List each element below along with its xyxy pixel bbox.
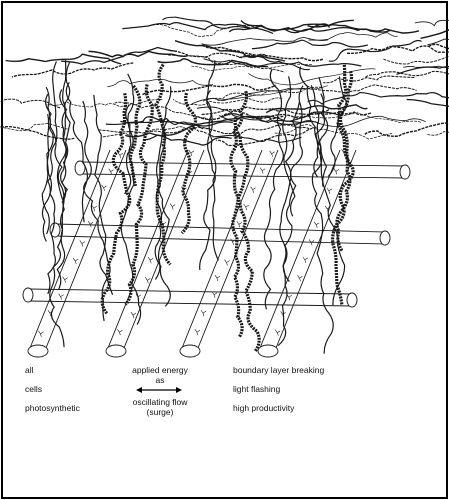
label-high-productivity: high productivity: [233, 403, 294, 413]
label-photosynthetic: photosynthetic: [25, 403, 80, 413]
horizontal-rod: [75, 161, 410, 179]
canopy-filament: [252, 40, 368, 49]
label-applied-energy: applied energy: [110, 365, 210, 375]
algal-strand: [264, 69, 284, 309]
canopy-filament: [239, 56, 361, 66]
algal-strand: [156, 65, 170, 265]
horizontal-rod: [23, 288, 357, 307]
canopy-filament: [396, 93, 449, 105]
label-light-flashing: light flashing: [233, 384, 280, 394]
canopy-filament: [284, 28, 391, 33]
canopy-filament: [12, 63, 133, 77]
canopy-filament: [403, 62, 449, 71]
diagonal-rod: [28, 150, 126, 357]
canopy-filament: [0, 120, 68, 130]
algal-strand: [83, 101, 110, 321]
diagonal-rod: [258, 149, 356, 357]
canopy-filament: [0, 96, 60, 108]
canopy-filament: [203, 125, 309, 134]
canopy-filament: [175, 41, 285, 61]
label-cells: cells: [25, 384, 42, 394]
canopy-filament: [229, 20, 353, 32]
canopy-filament: [274, 125, 393, 140]
canopy-filament: [122, 23, 250, 30]
canopy-filament: [383, 56, 449, 66]
canopy-filament: [429, 44, 449, 56]
screen-rods: [23, 149, 410, 357]
canopy-filament: [415, 18, 449, 25]
canopy-filament: [251, 112, 371, 118]
double-headed-arrow-icon: [136, 386, 182, 394]
canopy-filament: [216, 128, 316, 146]
algal-canopy-filaments: [0, 17, 449, 145]
canopy-filament: [397, 64, 449, 75]
canopy-filament: [248, 69, 375, 85]
canopy-filament: [407, 100, 449, 119]
algal-strand: [207, 60, 219, 260]
canopy-filament: [308, 25, 420, 33]
canopy-filament: [148, 25, 258, 37]
canopy-filament: [308, 33, 397, 41]
canopy-filament: [366, 71, 449, 77]
label-as: as: [110, 375, 210, 385]
canopy-filament: [202, 38, 329, 46]
canopy-filament: [323, 76, 414, 83]
canopy-filament: [427, 126, 449, 140]
label-surge: (surge): [110, 407, 210, 417]
canopy-filament: [365, 123, 449, 136]
label-all: all: [25, 365, 34, 375]
label-oscillating-flow: oscillating flow: [110, 397, 210, 407]
diagonal-rod: [180, 150, 278, 357]
label-boundary-layer-breaking: boundary layer breaking: [233, 365, 324, 375]
